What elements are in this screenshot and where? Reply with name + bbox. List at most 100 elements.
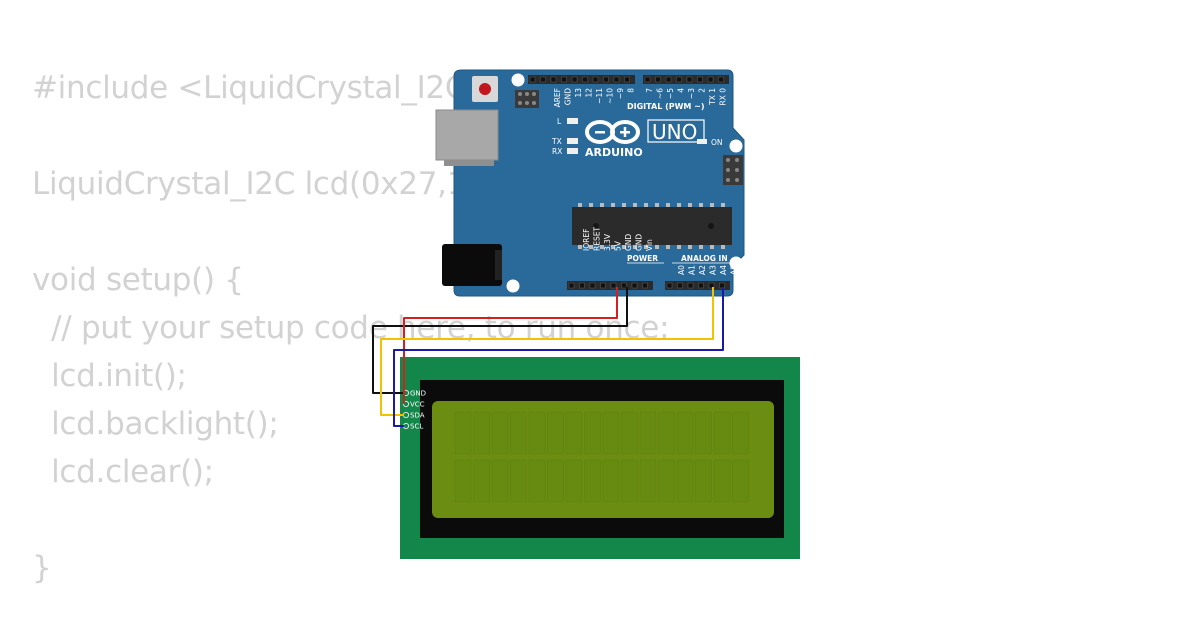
header-pin[interactable] xyxy=(707,76,714,83)
pin-label: 13 xyxy=(574,88,583,98)
lcd-cell xyxy=(454,411,472,455)
pin-label: 8 xyxy=(627,88,636,93)
power-header-label: POWER xyxy=(627,254,658,263)
header-pin[interactable] xyxy=(676,76,682,83)
icsp-header-right xyxy=(723,155,743,185)
led-rx xyxy=(567,148,578,154)
pin-label: A4 xyxy=(719,265,728,275)
header-pin[interactable] xyxy=(718,76,724,83)
header-pin[interactable] xyxy=(698,282,704,289)
icsp-header xyxy=(515,90,539,108)
pin-label: A1 xyxy=(688,265,697,275)
pin-label: A3 xyxy=(709,265,718,275)
arduino-uno-board[interactable]: DIGITAL (PWM ~) L TX RX UNO ARDUINO ON xyxy=(435,69,745,297)
pin-label: ~11 xyxy=(595,88,604,104)
lcd-cell xyxy=(528,459,546,503)
lcd-character-grid xyxy=(454,411,749,503)
lcd-cell xyxy=(732,411,749,455)
header-pin[interactable] xyxy=(603,76,609,83)
header-pin[interactable] xyxy=(550,76,557,83)
pin-label: 3.3V xyxy=(603,233,612,251)
lcd-pin-label-scl: SCL xyxy=(410,423,423,431)
pin-label: Vin xyxy=(645,239,654,251)
lcd-cell xyxy=(695,411,712,455)
mounting-hole xyxy=(729,139,743,153)
header-pin[interactable] xyxy=(613,76,620,83)
analog-header-label: ANALOG IN xyxy=(681,254,728,263)
code-line: } xyxy=(32,550,52,586)
pin-label: A5 xyxy=(730,265,739,275)
pin-label: GND xyxy=(624,234,633,251)
header-pin[interactable] xyxy=(592,76,599,83)
header-pin[interactable] xyxy=(571,76,578,83)
lcd-cell xyxy=(658,411,675,455)
lcd-cell xyxy=(473,459,490,503)
header-pin[interactable] xyxy=(665,76,672,83)
lcd-cell xyxy=(510,411,527,455)
pin-label: 4 xyxy=(677,88,686,93)
lcd-cell xyxy=(732,459,749,503)
header-pin[interactable] xyxy=(600,282,606,289)
lcd-cell xyxy=(584,459,601,503)
lcd-cell xyxy=(491,411,509,455)
header-pin[interactable] xyxy=(589,282,596,289)
header-pin[interactable] xyxy=(610,282,617,289)
lcd-module[interactable]: GND VCC SDA SCL xyxy=(400,357,800,559)
board-brand-label: ARDUINO xyxy=(585,146,643,159)
led-on-label: ON xyxy=(711,138,723,147)
wire-scl[interactable] xyxy=(393,287,724,427)
wire-vcc[interactable] xyxy=(403,287,618,404)
header-pin[interactable] xyxy=(624,76,630,83)
header-pin[interactable] xyxy=(529,76,536,83)
header-pin[interactable] xyxy=(708,282,715,289)
header-pin[interactable] xyxy=(655,76,661,83)
pin-label: AREF xyxy=(553,88,562,107)
digital-header-left xyxy=(528,75,635,84)
header-pin[interactable] xyxy=(582,76,588,83)
header-pin[interactable] xyxy=(579,282,585,289)
header-pin[interactable] xyxy=(686,76,693,83)
header-pin[interactable] xyxy=(631,282,638,289)
lcd-cell xyxy=(676,411,694,455)
header-pin[interactable] xyxy=(644,76,651,83)
analog-header xyxy=(665,281,730,290)
header-pin[interactable] xyxy=(540,76,546,83)
header-pin[interactable] xyxy=(568,282,575,289)
pin-label: TX 1 xyxy=(708,88,717,106)
lcd-cell xyxy=(713,459,731,503)
header-pin[interactable] xyxy=(621,282,627,289)
pin-label: A2 xyxy=(698,265,707,275)
mounting-hole xyxy=(729,256,743,270)
code-line: void setup() { xyxy=(32,262,244,298)
header-pin[interactable] xyxy=(677,282,683,289)
lcd-pin-label-sda: SDA xyxy=(410,412,425,420)
code-line: lcd.clear(); xyxy=(32,454,214,490)
pin-label: ~10 xyxy=(606,88,615,104)
lcd-pin-label-gnd: GND xyxy=(410,390,426,398)
lcd-cell xyxy=(658,459,675,503)
header-pin[interactable] xyxy=(561,76,567,83)
pin-label: IOREF xyxy=(582,229,591,251)
wire-gnd[interactable] xyxy=(372,287,628,394)
lcd-cell xyxy=(547,411,564,455)
lcd-cell xyxy=(510,459,527,503)
lcd-cell xyxy=(639,459,657,503)
wire-sda[interactable] xyxy=(380,287,714,416)
header-pin[interactable] xyxy=(666,282,673,289)
lcd-cell xyxy=(547,459,564,503)
pin-label: 5V xyxy=(614,240,623,251)
digital-header-right xyxy=(643,75,729,84)
lcd-cell xyxy=(695,459,712,503)
header-pin[interactable] xyxy=(697,76,703,83)
usb-port xyxy=(435,109,499,161)
power-header xyxy=(567,281,653,290)
led-rx-label: RX xyxy=(552,147,562,156)
header-pin[interactable] xyxy=(642,282,648,289)
lcd-pin-label-vcc: VCC xyxy=(410,401,425,409)
pin-label: GND xyxy=(564,88,573,105)
microcontroller-chip xyxy=(572,203,732,249)
header-pin[interactable] xyxy=(687,282,694,289)
